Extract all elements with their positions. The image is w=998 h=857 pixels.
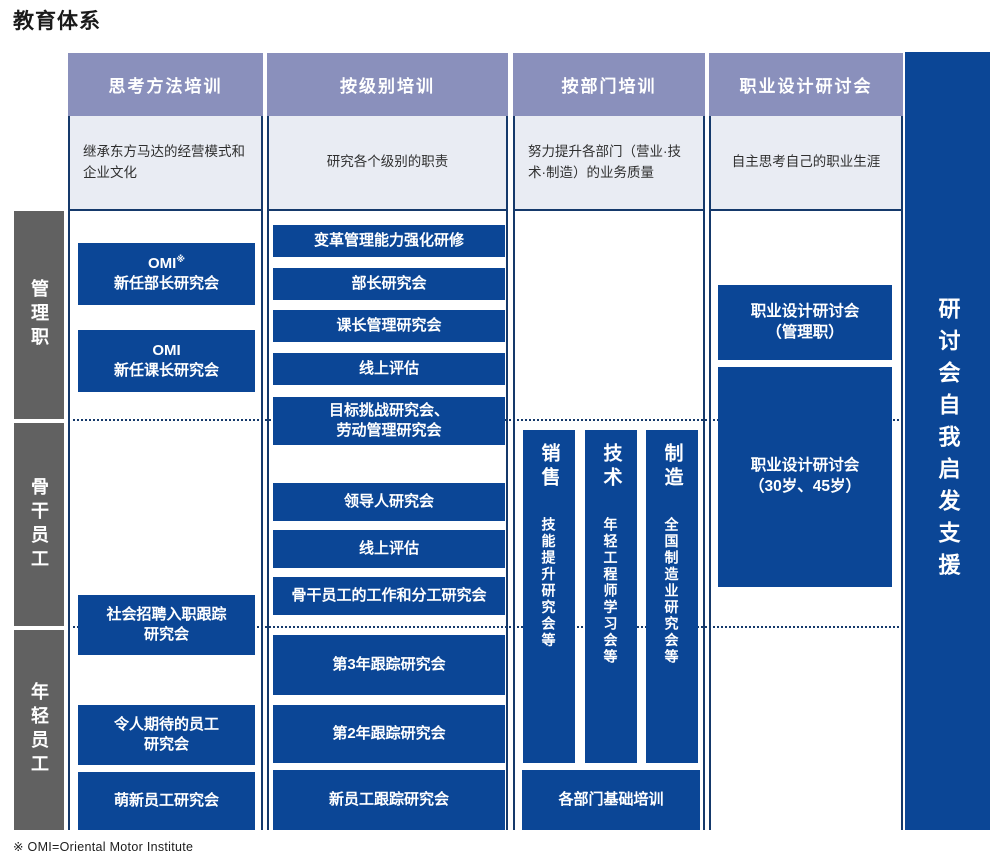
box-online-assessment-management: 线上评估 [273,353,505,385]
box-core-staff-roles: 骨干员工的工作和分工研究会 [273,577,505,615]
box-section-head-management: 课长管理研究会 [273,310,505,342]
box-career-design-management: 职业设计研讨会 （管理职） [718,285,892,360]
box-omi-new-section-head: OMI 新任课长研究会 [78,330,255,392]
description-by-department: 努力提升各部门（营业·技术·制造）的业务质量 [515,116,703,211]
page-title: 教育体系 [13,10,101,33]
footnote-mark: ※ [176,253,186,264]
divider-core-young [68,626,903,628]
column-career-design: 自主思考自己的职业生涯 [709,116,903,830]
description-career-design: 自主思考自己的职业生涯 [711,116,901,211]
column-header-career-design: 职业设计研讨会 [709,53,903,116]
row-label-management: 管理职 [14,211,64,419]
box-career-design-30-45: 职业设计研讨会 （30岁、45岁） [718,367,892,587]
box-department-head-seminar: 部长研究会 [273,268,505,300]
box-newcomer-followup: 新员工跟踪研究会 [273,770,505,830]
box-leader-seminar: 领导人研究会 [273,483,505,521]
box-new-staff-seminar: 萌新员工研究会 [78,772,255,830]
box-dept-manufacturing: 制造全国制造业研究会等 [646,430,698,763]
omi-footnote: ※ OMI=Oriental Motor Institute [13,840,194,854]
sidebar-self-development-support: 研讨会自我启发支援 [905,52,990,830]
box-goal-challenge-labor: 目标挑战研究会、 劳动管理研究会 [273,397,505,445]
row-label-young-staff: 年轻员工 [14,630,64,830]
column-header-thinking-method: 思考方法培训 [68,53,263,116]
row-label-core-staff: 骨干员工 [14,423,64,626]
box-online-assessment-core: 线上评估 [273,530,505,568]
box-omi-new-department-head: OMI※ 新任部长研究会 [78,243,255,305]
column-by-department: 努力提升各部门（营业·技术·制造）的业务质量 [513,116,705,830]
box-dept-sales: 销售技能提升研究会等 [523,430,575,763]
box-midcareer-followup: 社会招聘入职跟踪 研究会 [78,595,255,655]
box-change-management: 变革管理能力强化研修 [273,225,505,257]
description-by-level: 研究各个级别的职责 [269,116,506,211]
column-header-by-level: 按级别培训 [267,53,508,116]
column-by-level: 研究各个级别的职责 [267,116,508,830]
column-thinking-method: 继承东方马达的经营模式和企业文化 [68,116,263,830]
box-dept-technology: 技术年轻工程师学习会等 [585,430,637,763]
box-department-basic-training: 各部门基础培训 [522,770,700,830]
column-header-by-department: 按部门培训 [513,53,705,116]
box-year3-followup: 第3年跟踪研究会 [273,635,505,695]
description-thinking-method: 继承东方马达的经营模式和企业文化 [70,116,261,211]
box-year2-followup: 第2年跟踪研究会 [273,705,505,763]
box-promising-staff: 令人期待的员工 研究会 [78,705,255,765]
